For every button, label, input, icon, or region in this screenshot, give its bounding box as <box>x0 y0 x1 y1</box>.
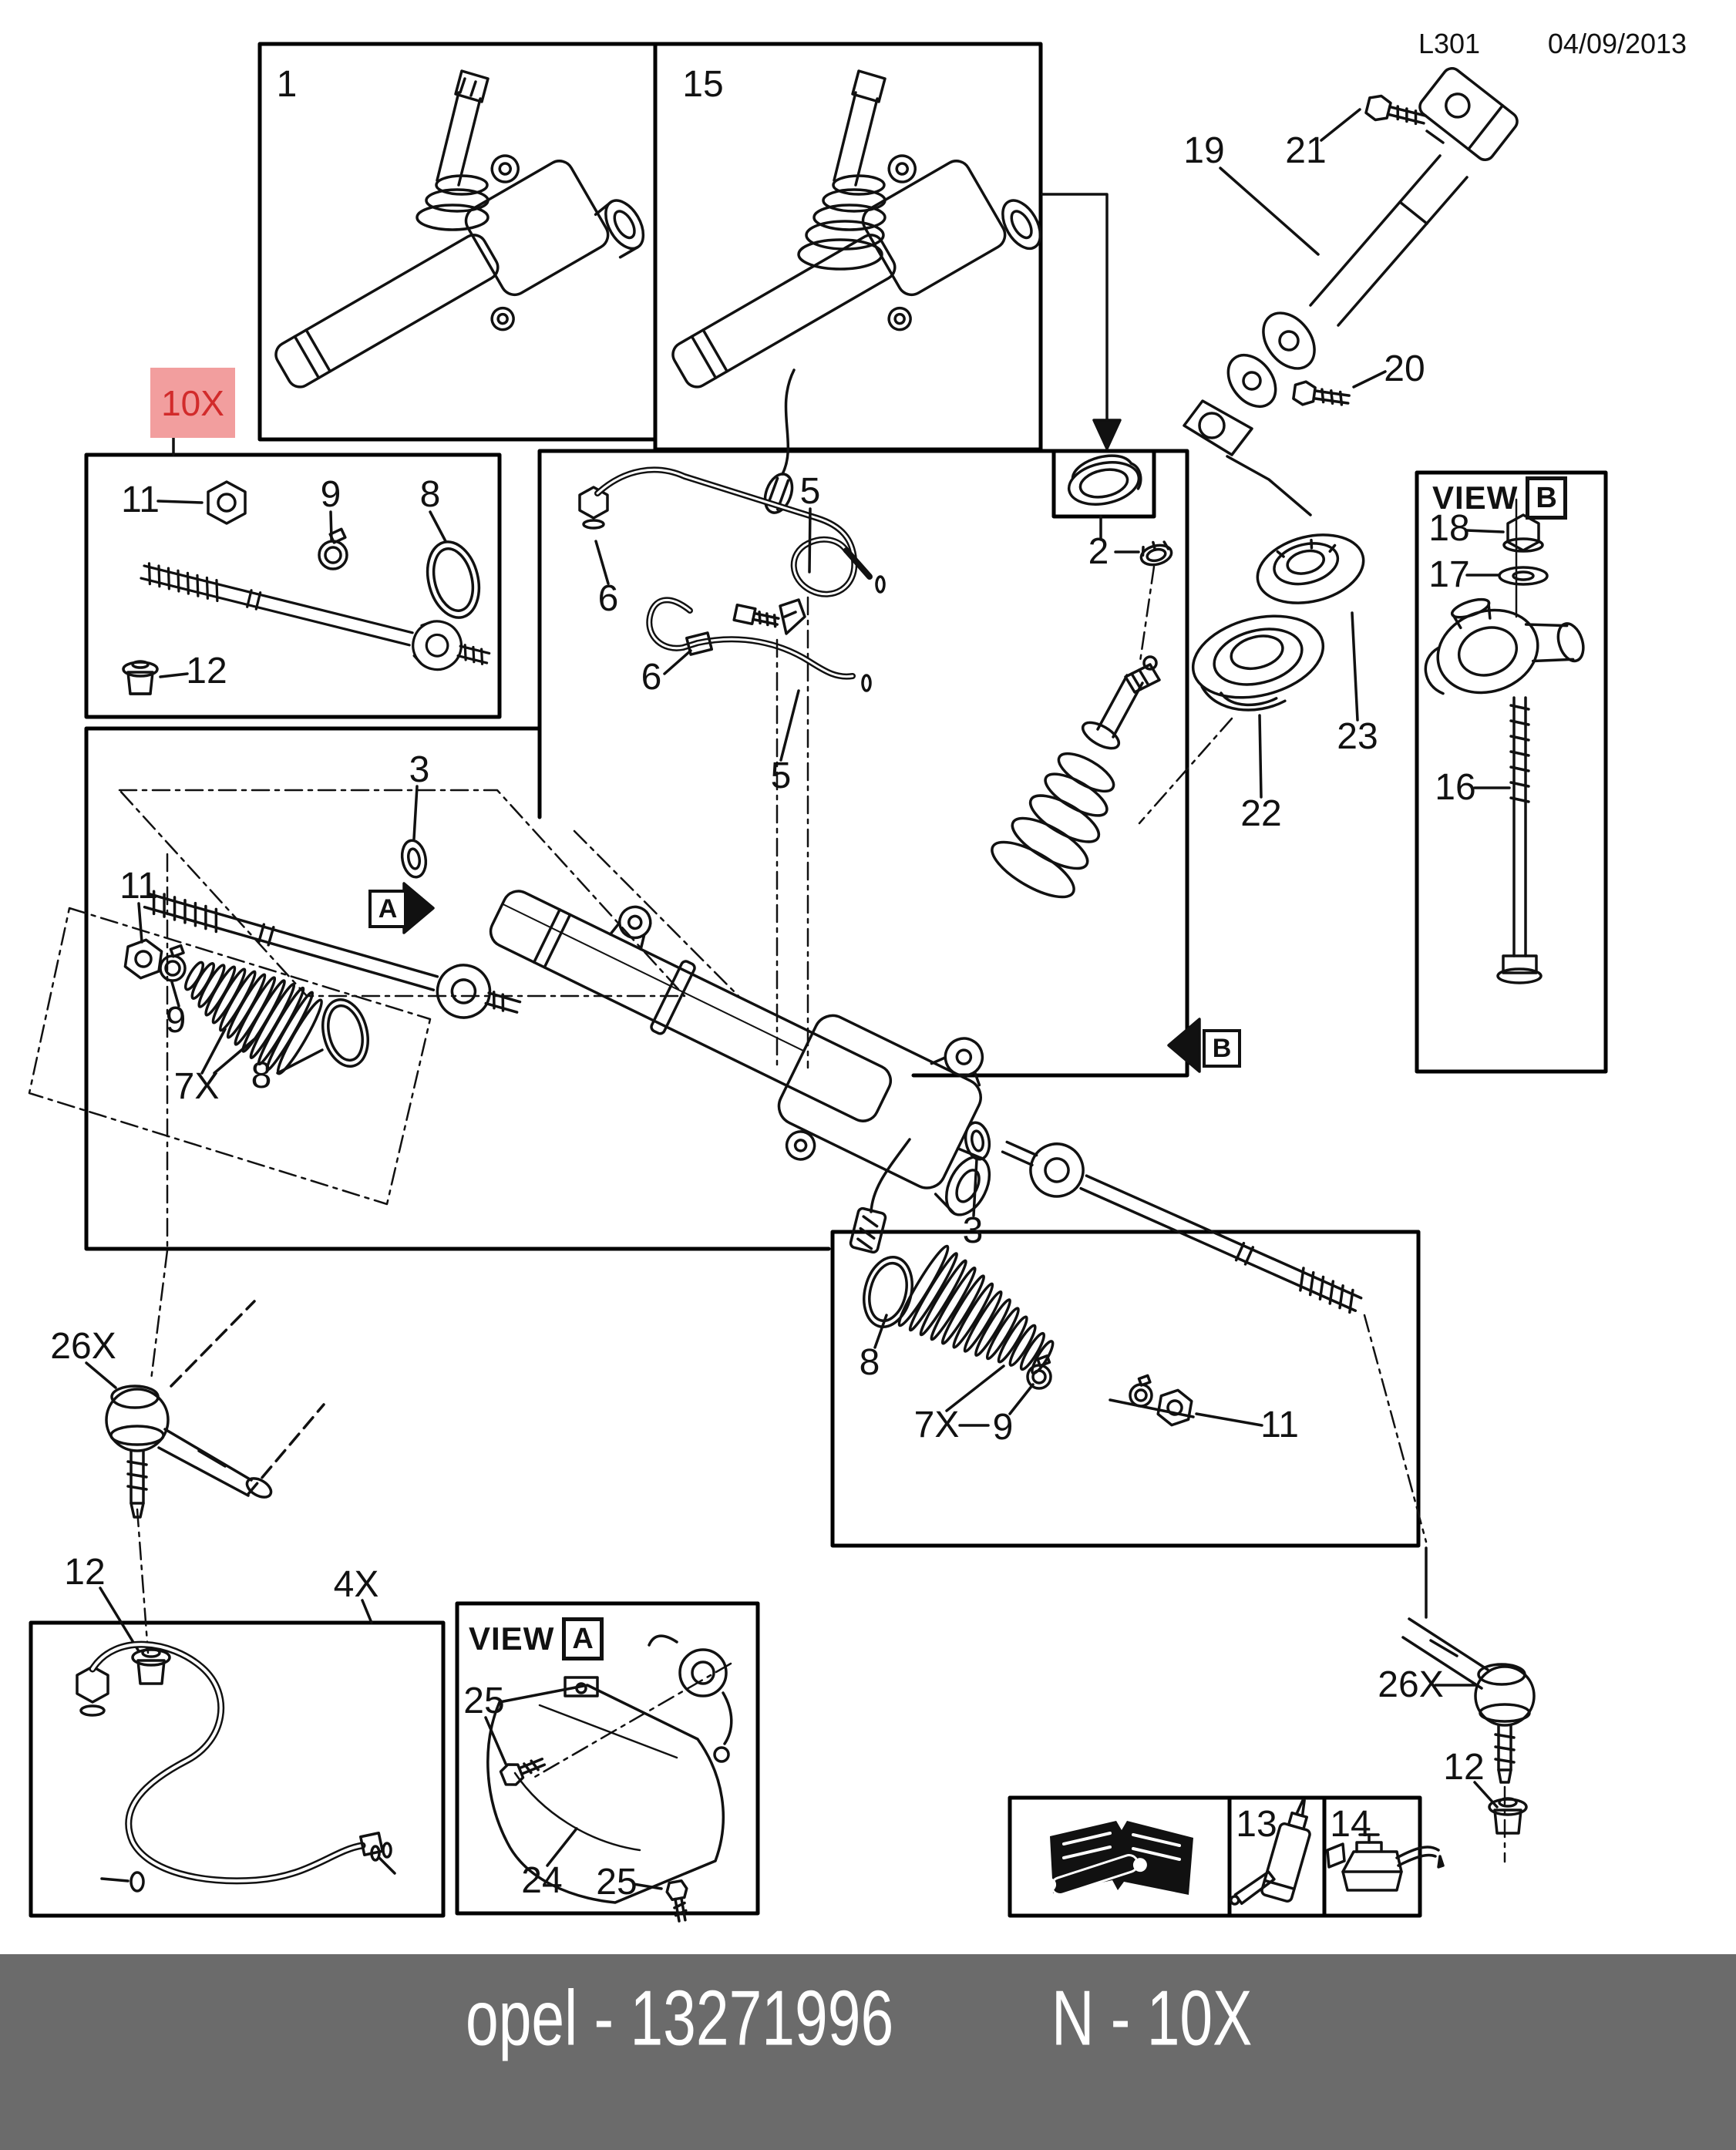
callout-c4x: 4X <box>333 1564 379 1605</box>
callout-c25-a: 25 <box>463 1681 505 1721</box>
view-b-word: VIEW <box>1432 479 1519 516</box>
view-a-box-border <box>455 1601 760 1916</box>
callout-c11-kit: 11 <box>121 479 160 520</box>
callout-c9-low: 9 <box>992 1407 1014 1448</box>
kit-10x-box-border <box>84 453 502 719</box>
callout-c9-kit: 9 <box>320 474 341 515</box>
oil-can-icon <box>1326 1833 1445 1892</box>
steering-gear-1-drawing <box>274 69 645 389</box>
callout-c7x-low: 7X <box>913 1405 960 1445</box>
callout-c21: 21 <box>1285 130 1327 171</box>
lower-boot-kit-drawing <box>863 1121 1428 1543</box>
hydraulic-pipes-drawing <box>573 466 1156 1069</box>
book-wrench-icon <box>1042 1821 1193 1896</box>
left-boot-kit-drawing <box>123 902 369 1075</box>
doc-date: 04/09/2013 <box>1547 28 1687 59</box>
view-a-word: VIEW <box>469 1620 555 1657</box>
arrow-a-icon <box>402 882 435 934</box>
callout-c12-left: 12 <box>64 1552 106 1593</box>
callout-c12-kit: 12 <box>186 651 227 691</box>
main-box-border <box>84 726 831 1251</box>
callout-c26x-left: 26X <box>50 1326 116 1367</box>
arrow-b-icon <box>1167 1018 1201 1073</box>
callout-c18: 18 <box>1428 508 1470 549</box>
callout-box15: 15 <box>682 64 724 105</box>
footer-quantity: N - 10X <box>1051 1975 1253 2062</box>
footer-part-number: opel - 13271996 <box>466 1975 894 2062</box>
highlight-10x-label: 10X <box>150 368 235 438</box>
section-marker-b: B <box>1203 1029 1241 1068</box>
callout-c22: 22 <box>1240 793 1282 834</box>
callout-c25-b: 25 <box>596 1862 638 1903</box>
callout-c9-left: 9 <box>165 1000 187 1041</box>
tie-rod-end-left-drawing <box>85 853 325 1685</box>
callout-box1: 1 <box>276 64 298 105</box>
callout-c20: 20 <box>1384 348 1425 389</box>
callout-c16: 16 <box>1435 767 1476 808</box>
callout-c26x-right: 26X <box>1378 1664 1444 1705</box>
callout-c3-lower: 3 <box>962 1210 984 1251</box>
flow-arrow-down-icon <box>1041 193 1122 450</box>
callout-c2: 2 <box>1088 531 1109 572</box>
callout-c13: 13 <box>1236 1804 1277 1845</box>
frame-boxes <box>29 42 1608 1918</box>
callout-c17: 17 <box>1428 554 1470 595</box>
valve-and-input-shaft-drawing <box>991 655 1161 899</box>
tie-rod-end-right-drawing <box>1401 1546 1536 1863</box>
callout-c14: 14 <box>1330 1804 1371 1845</box>
grease-bottle-icon <box>1229 1798 1311 1906</box>
bolt-16-drawing <box>1496 696 1543 984</box>
callout-c24: 24 <box>521 1860 563 1901</box>
hose-box-border <box>537 449 1189 1078</box>
mount-bushing-22-23-drawing <box>1138 533 1365 825</box>
footer-bar: opel - 13271996 N - 10X <box>0 1954 1736 2150</box>
knuckle-fragment-drawing <box>648 1634 733 1763</box>
callout-c3-upper: 3 <box>409 749 430 790</box>
callout-c23: 23 <box>1337 716 1378 757</box>
inner-tie-rod-kit-drawing <box>122 435 491 695</box>
doc-code: L301 <box>1418 28 1481 59</box>
section-marker-a: A <box>368 890 407 928</box>
grommet-2-drawing <box>1067 454 1173 567</box>
view-b-box-border <box>1415 470 1608 1074</box>
sensor-pigtail-drawing <box>870 1138 911 1213</box>
view-a-letter: A <box>562 1617 604 1660</box>
connector-drawing <box>849 1206 887 1254</box>
callout-c8-left: 8 <box>251 1055 272 1096</box>
hose-4x-box-border <box>29 1620 446 1918</box>
callout-c19: 19 <box>1183 130 1225 171</box>
grommet-inset-box-border <box>1051 449 1156 519</box>
view-a-content-drawing <box>484 1634 733 1923</box>
lower-boot-box-border <box>830 1230 1421 1548</box>
callout-c11-low: 11 <box>1260 1405 1299 1445</box>
callout-c5-b: 5 <box>770 755 792 796</box>
callout-c7x-left: 7X <box>173 1066 220 1107</box>
view-b-header: VIEW B <box>1432 476 1567 520</box>
view-a-header: VIEW A <box>469 1617 604 1660</box>
callout-c11-left: 11 <box>119 866 158 907</box>
callout-c5-a: 5 <box>799 471 821 512</box>
callout-c8-kit: 8 <box>419 474 441 515</box>
intermediate-shaft-drawing <box>1183 67 1519 516</box>
callout-c8-low: 8 <box>859 1342 880 1383</box>
view-b-letter: B <box>1526 476 1567 520</box>
return-hose-drawing <box>76 1599 396 1893</box>
callout-c6-a: 6 <box>597 578 619 619</box>
rack-assembly-drawing <box>28 655 1161 1254</box>
callout-c6-b: 6 <box>641 657 662 698</box>
view-b-content-drawing <box>1424 498 1585 984</box>
callout-c12-right: 12 <box>1443 1747 1485 1788</box>
